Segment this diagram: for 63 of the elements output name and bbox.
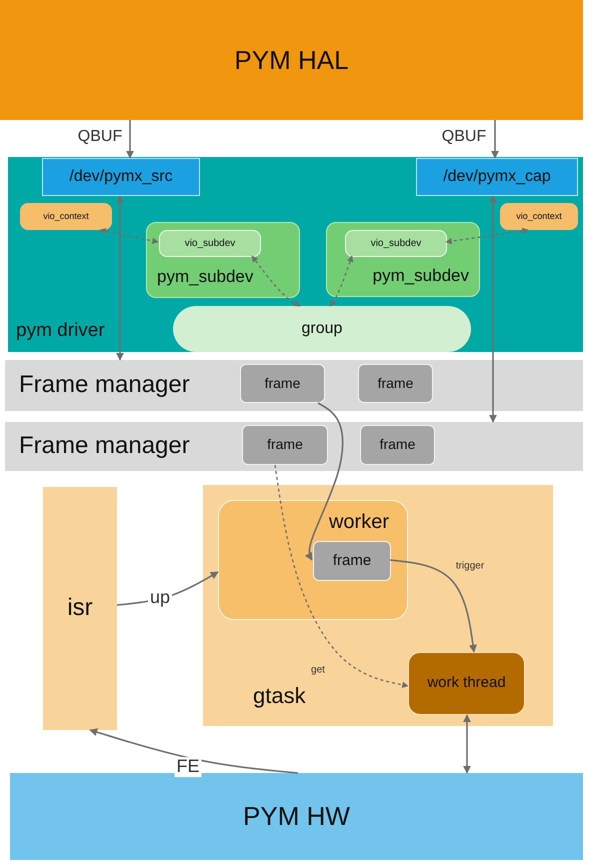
manager-band <box>5 422 583 471</box>
arrow <box>489 195 497 423</box>
dashed-arrow <box>445 228 529 244</box>
isr-box <box>43 487 117 730</box>
edge-label: trigger <box>454 560 486 572</box>
driver-panel <box>8 157 583 352</box>
layer-band <box>10 773 583 860</box>
node-label: frame <box>332 552 372 570</box>
subdev-box <box>146 222 300 298</box>
node-label: frame <box>380 437 416 453</box>
subdev-box <box>159 230 261 257</box>
arrow <box>304 402 344 561</box>
gtask-box <box>203 485 553 726</box>
edge-label: get <box>310 664 326 676</box>
node-label: Frame manager <box>19 433 190 460</box>
edge-label: QBUF <box>440 128 488 146</box>
arrow <box>126 120 134 159</box>
node-label: gtask <box>253 684 306 708</box>
node-label: vio_context <box>43 212 89 222</box>
frame-box <box>313 541 391 581</box>
dashed-arrow <box>251 255 301 307</box>
node-label: frame <box>267 437 303 453</box>
arrow <box>116 195 124 361</box>
node-label: vio_context <box>516 212 562 222</box>
arrow <box>491 120 499 159</box>
node-label: PYM HW <box>243 802 350 831</box>
node-label: frame <box>264 376 300 392</box>
node-label: pym_subdev <box>372 267 469 286</box>
node-label: group <box>302 320 342 338</box>
worker-box <box>218 500 408 620</box>
frame-box <box>240 364 325 403</box>
device-box <box>416 158 578 196</box>
frame-box <box>242 425 328 465</box>
device-box <box>42 158 200 196</box>
context-box <box>500 203 578 230</box>
dashed-arrow <box>99 228 159 244</box>
edge-label: FE <box>174 757 202 777</box>
node-label: vio_subdev <box>184 238 236 249</box>
node-label: frame <box>378 376 414 392</box>
dashed-arrow <box>330 255 354 306</box>
node-label: /dev/pymx_src <box>69 168 173 186</box>
thread-box <box>408 652 525 715</box>
layer-band <box>0 0 583 120</box>
arrow <box>89 728 298 774</box>
node-label: worker <box>328 511 389 533</box>
node-label: /dev/pymx_cap <box>443 168 551 186</box>
subdev-box <box>345 230 447 257</box>
node-label: Frame manager <box>19 372 190 399</box>
group-box <box>173 306 471 352</box>
context-box <box>20 203 112 230</box>
edge-label: QBUF <box>76 128 124 146</box>
node-label: PYM HAL <box>234 46 349 74</box>
node-label: isr <box>67 595 93 622</box>
dashed-arrow <box>274 464 409 688</box>
arrow <box>463 714 471 774</box>
node-label: work thread <box>427 675 506 692</box>
frame-box <box>358 364 433 403</box>
frame-box <box>360 425 435 465</box>
node-label: pym driver <box>16 321 105 342</box>
node-label: vio_subdev <box>370 238 422 249</box>
manager-band <box>5 360 583 411</box>
subdev-box <box>326 222 480 297</box>
node-label: pym_subdev <box>157 268 254 287</box>
